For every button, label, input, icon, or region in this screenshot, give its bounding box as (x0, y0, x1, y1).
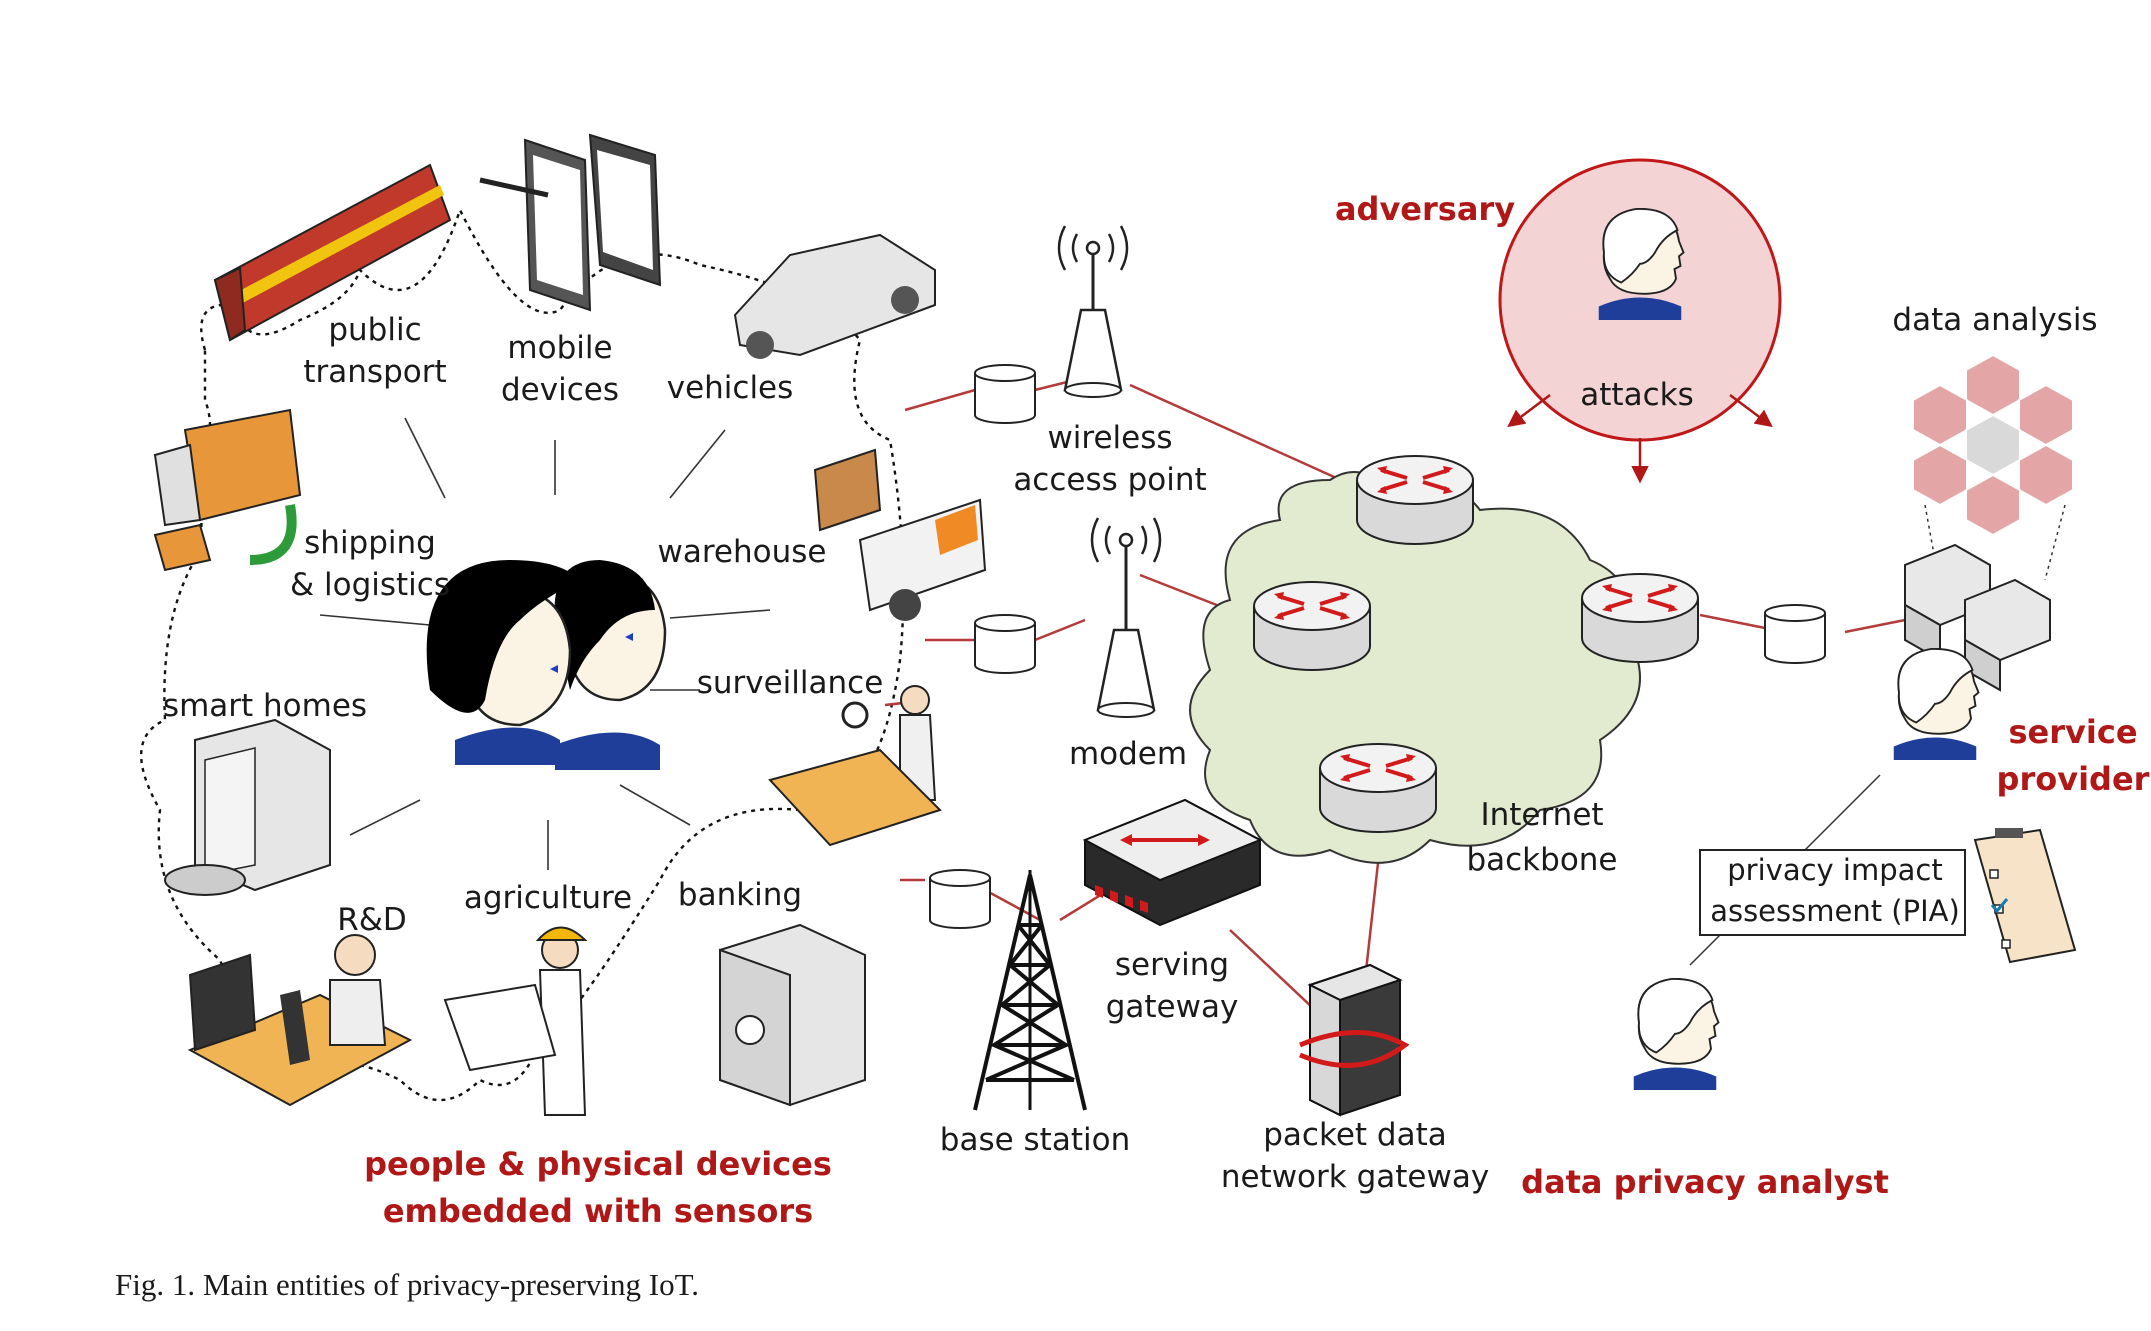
attacks-label: attacks (1580, 377, 1693, 413)
server-rack-icon (1904, 543, 2051, 692)
switch-icon (1082, 798, 1263, 927)
server-icon (1299, 963, 1410, 1117)
antenna-icon (1090, 517, 1162, 718)
database-icon (974, 614, 1036, 674)
attack-arrow (1729, 394, 1773, 428)
router-icon (1580, 572, 1700, 664)
atm-icon (719, 923, 866, 1107)
router-icon (1355, 454, 1475, 546)
vehicles-label: vehicles (667, 370, 794, 406)
tablet-icon (479, 138, 592, 312)
adversary-label: adversary (1335, 190, 1515, 228)
smart-home-icon (164, 718, 331, 896)
base-station-label: base station (940, 1122, 1130, 1158)
forklift-icon (813, 448, 987, 621)
farmer-icon (443, 926, 588, 1116)
spokes (319, 417, 771, 870)
clipboard-icon (1973, 828, 2077, 964)
truck-icon (153, 408, 302, 572)
people-icon (426, 560, 667, 770)
warehouse-label: warehouse (658, 534, 827, 570)
inspector-icon (768, 685, 942, 847)
cell-tower-icon (973, 870, 1087, 1111)
antenna-icon (1057, 225, 1129, 398)
router-icon (1252, 580, 1372, 672)
smart-homes-label: smart homes (163, 688, 367, 724)
database-icon (1764, 604, 1826, 664)
hexagon-cluster-icon (1912, 353, 2074, 537)
researcher-icon (187, 934, 413, 1107)
attack-arrow (1507, 394, 1551, 428)
service-provider-person-icon (1892, 647, 1980, 761)
car-icon (733, 233, 936, 359)
adversary-person-icon (1597, 207, 1685, 321)
figure-caption: Fig. 1. Main entities of privacy-preserv… (115, 1267, 699, 1302)
analyst-person-icon (1632, 977, 1720, 1091)
pia-box (1699, 849, 1966, 936)
shipping-label: shipping& logistics (290, 525, 450, 603)
train-icon (213, 163, 452, 342)
database-icon (929, 869, 991, 929)
rnd-label: R&D (337, 902, 407, 938)
banking-label: banking (678, 877, 802, 913)
database-icon (974, 364, 1036, 424)
modem-label: modem (1069, 736, 1187, 772)
surveillance-label: surveillance (697, 665, 884, 701)
agriculture-label: agriculture (464, 880, 632, 916)
data-privacy-analyst-label: data privacy analyst (1521, 1163, 1889, 1201)
phone-icon (588, 133, 662, 287)
router-icon (1318, 742, 1438, 834)
data-analysis-label: data analysis (1892, 302, 2097, 338)
